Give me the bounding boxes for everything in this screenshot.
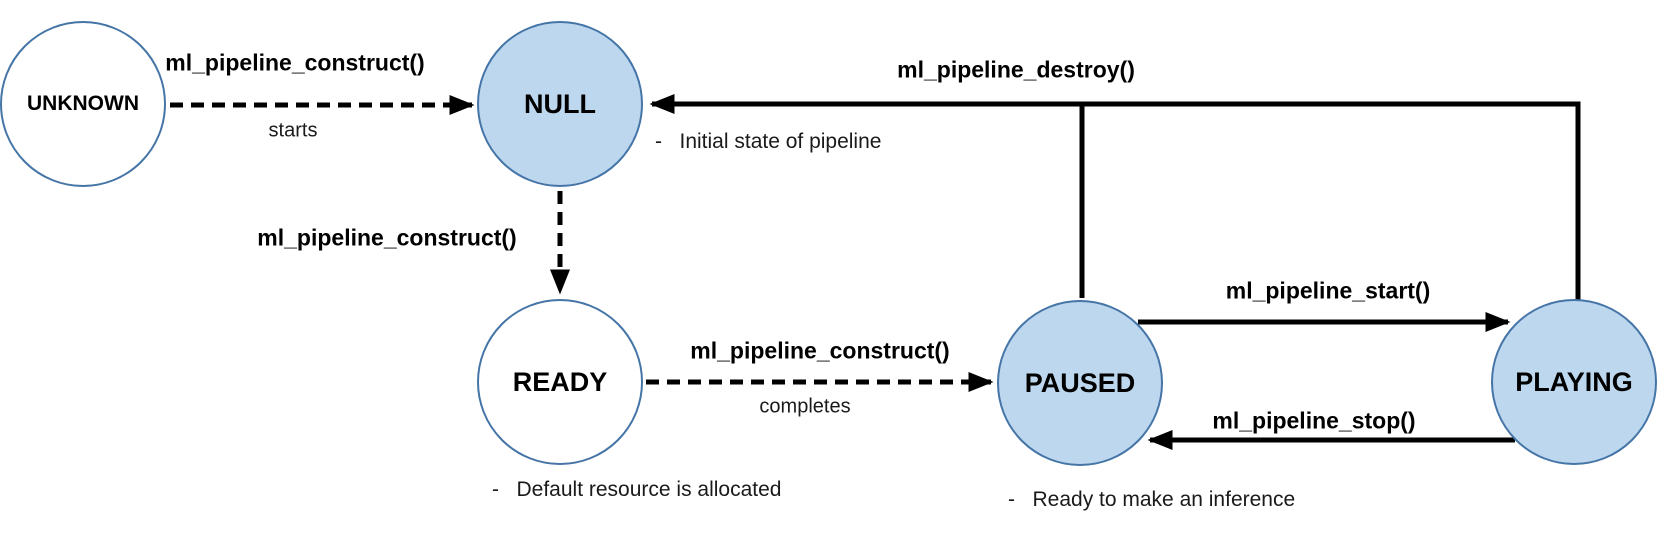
edge-label-construct-null-ready: ml_pipeline_construct() (257, 224, 517, 251)
state-node-paused: PAUSED (997, 300, 1163, 466)
note-paused-ready-inference: - Ready to make an inference (1008, 488, 1296, 511)
state-node-ready: READY (477, 299, 643, 465)
edge-sublabel-starts: starts (268, 119, 318, 142)
edge-label-construct-ready-paused: ml_pipeline_construct() (690, 337, 950, 364)
edge-label-stop: ml_pipeline_stop() (1212, 407, 1416, 434)
state-node-unknown: UNKNOWN (0, 21, 166, 187)
state-node-null: NULL (477, 21, 643, 187)
state-node-playing: PLAYING (1491, 299, 1657, 465)
note-ready-default-resource: - Default resource is allocated (492, 478, 782, 501)
note-null-initial-state: - Initial state of pipeline (655, 130, 882, 153)
edge-label-construct-unknown-null: ml_pipeline_construct() (165, 49, 425, 76)
edge-label-destroy: ml_pipeline_destroy() (897, 56, 1135, 83)
edge-label-start: ml_pipeline_start() (1225, 277, 1431, 304)
edge-sublabel-completes: completes (759, 395, 851, 418)
